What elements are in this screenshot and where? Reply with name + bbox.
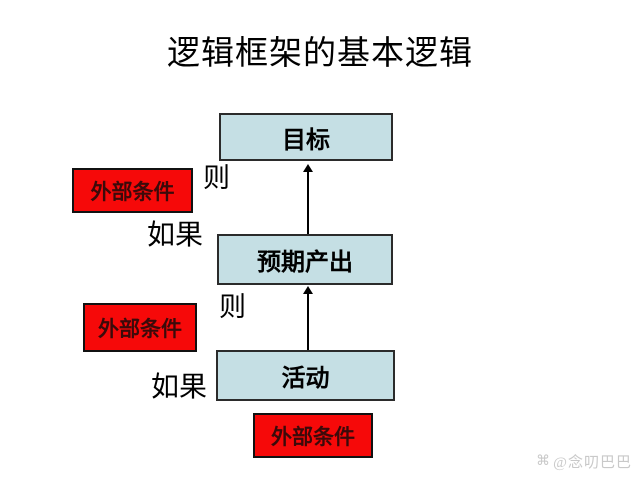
then-label-2: 则 <box>219 292 246 322</box>
external-condition-label-2: 外部条件 <box>98 316 182 341</box>
slide-title: 逻辑框架的基本逻辑 <box>167 36 473 72</box>
goal-box-label: 目标 <box>282 127 330 154</box>
up-arrow-output-to-goal-icon <box>303 164 313 234</box>
watermark-logo-icon: ⌘ <box>536 454 552 469</box>
then-label-1: 则 <box>203 163 230 193</box>
up-arrow-activity-to-output-icon <box>303 286 313 350</box>
if-label-1: 如果 <box>147 220 204 251</box>
external-condition-box-3: 外部条件 <box>253 413 373 458</box>
expected-output-box-label: 预期产出 <box>257 250 353 276</box>
if-label-2: 如果 <box>151 372 208 403</box>
external-condition-label-3: 外部条件 <box>271 424 355 449</box>
watermark: ⌘ @念叨巴巴 <box>536 451 632 472</box>
watermark-text: @念叨巴巴 <box>553 455 632 471</box>
external-condition-box-2: 外部条件 <box>83 303 197 352</box>
external-condition-label-1: 外部条件 <box>90 179 175 204</box>
external-condition-box-1: 外部条件 <box>72 168 193 213</box>
activity-box: 活动 <box>216 350 395 401</box>
expected-output-box: 预期产出 <box>217 234 393 285</box>
activity-box-label: 活动 <box>281 366 330 392</box>
goal-box: 目标 <box>219 113 393 161</box>
